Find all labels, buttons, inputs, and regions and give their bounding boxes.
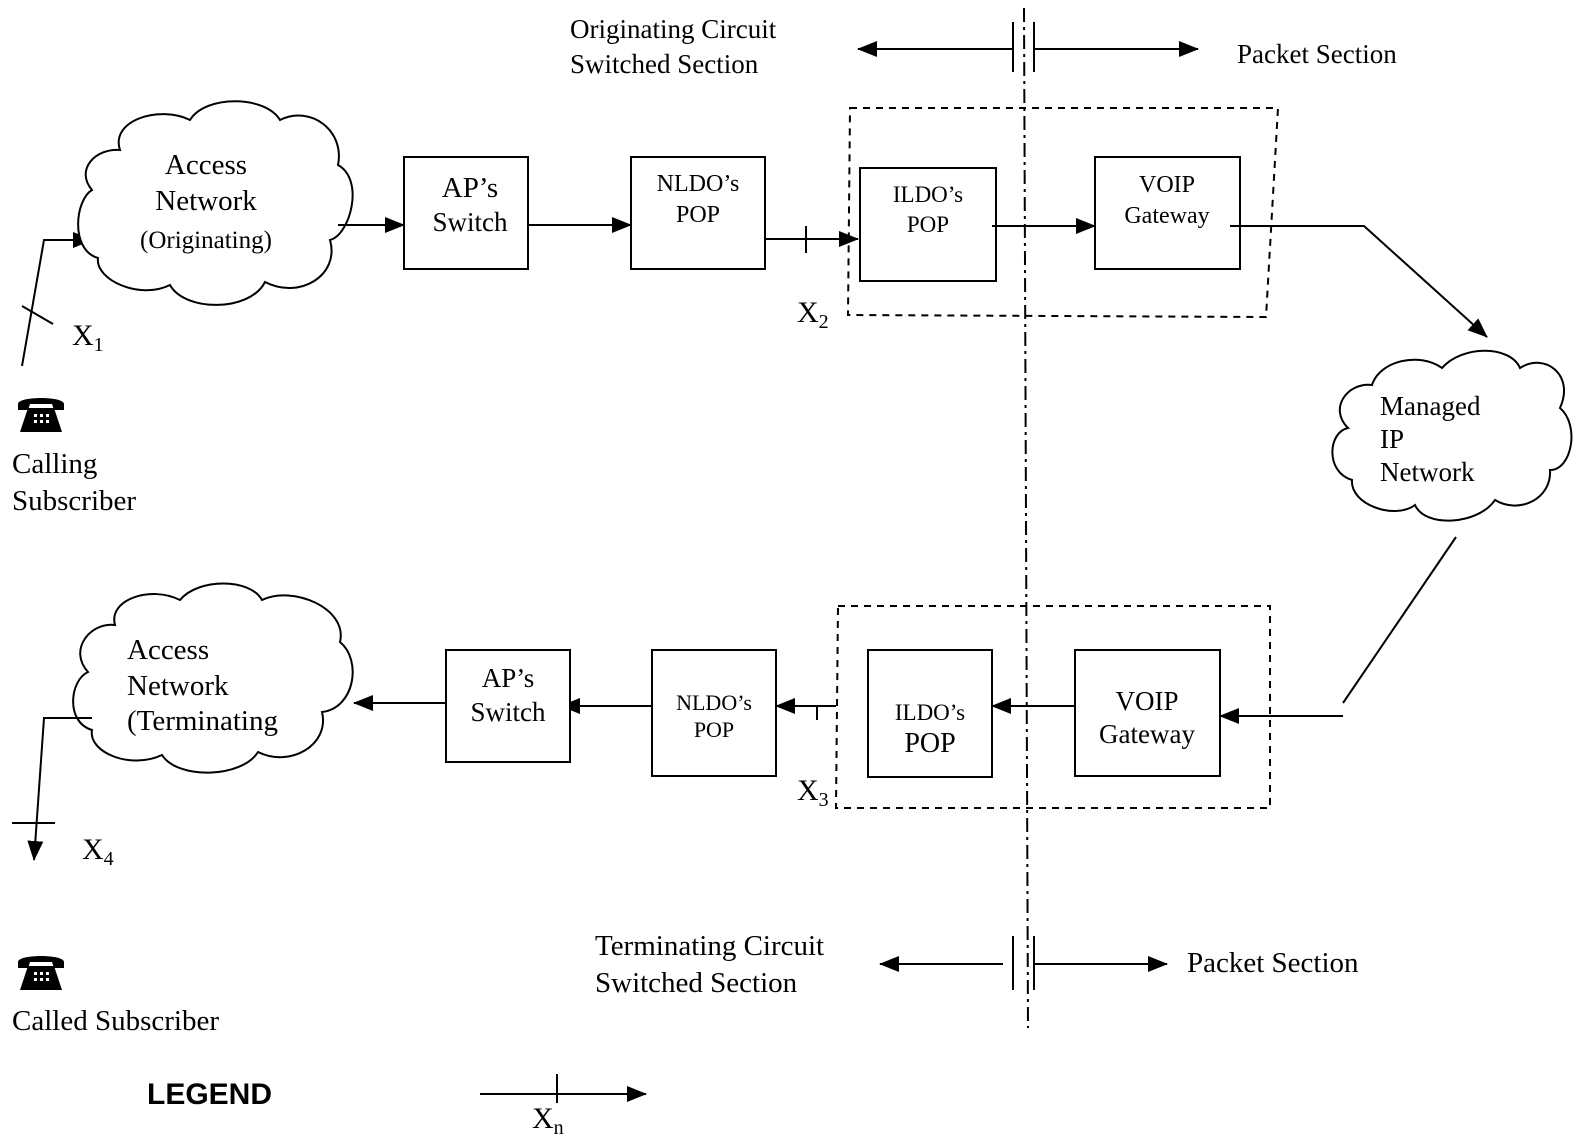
- access-network-terminating-line3: (Terminating: [127, 705, 278, 737]
- voip-gateway-top: [1094, 156, 1241, 270]
- nldo-pop-bottom-line2: POP: [694, 717, 734, 742]
- access-network-originating-line2: Network: [155, 185, 257, 217]
- managed-ip-network-cloud: [1331, 349, 1573, 522]
- x3-label: X3: [797, 774, 829, 811]
- x2-label: X2: [797, 296, 829, 333]
- bottom-gateway-dashed-boundary: [834, 605, 1271, 809]
- nldo-pop-top: [630, 156, 766, 270]
- terminating-section-label-line2: Switched Section: [595, 967, 798, 999]
- voip-gateway-top-line2: Gateway: [1124, 203, 1209, 229]
- voip-gateway-top-line1: VOIP: [1139, 172, 1195, 198]
- called-subscriber-label: Called Subscriber: [12, 1005, 219, 1037]
- x4-label: X4: [82, 833, 114, 870]
- nldo-pop-bottom-line1: NLDO’s: [676, 690, 752, 715]
- line-managed-ip-down: [1342, 536, 1457, 704]
- ap-switch-bottom-line2: Switch: [470, 697, 546, 727]
- originating-section-label-line2: Switched Section: [570, 49, 759, 79]
- section-boundary-line: [1023, 7, 1029, 1029]
- ap-switch-top-line2: Switch: [432, 207, 508, 237]
- telephone-icon: [18, 398, 64, 432]
- ap-switch-top: [403, 156, 529, 270]
- ap-switch-bottom: [445, 649, 571, 763]
- access-network-terminating-line2: Network: [127, 670, 229, 702]
- ap-switch-bottom-line1: AP’s: [482, 663, 535, 693]
- called-line: [27, 717, 92, 861]
- arrow-voip-top-to-managed-ip: [1230, 225, 1488, 338]
- telephone-icon: [18, 956, 64, 990]
- access-network-terminating-cloud: [72, 582, 354, 774]
- calling-subscriber-line2: Subscriber: [12, 485, 136, 517]
- nldo-pop-bottom: [651, 649, 777, 777]
- calling-subscriber-line1: Calling: [12, 448, 97, 480]
- ildo-pop-top: [859, 167, 997, 282]
- ildo-pop-bottom-line2: POP: [904, 728, 955, 759]
- xn-label: Xn: [532, 1102, 564, 1139]
- top-packet-section-label: Packet Section: [1237, 39, 1397, 69]
- voip-gateway-bottom: [1074, 649, 1221, 777]
- x1-label: X1: [72, 319, 104, 356]
- managed-ip-network-line1: Managed: [1380, 391, 1481, 421]
- access-network-originating-line3: (Originating): [140, 227, 272, 254]
- ildo-pop-bottom-line1: ILDO’s: [895, 700, 965, 725]
- managed-ip-network-line3: Network: [1380, 457, 1475, 487]
- nldo-pop-top-line2: POP: [676, 202, 720, 228]
- access-network-terminating-line1: Access: [127, 634, 209, 666]
- x1-tick: [21, 305, 54, 325]
- voip-gateway-bottom-line1: VOIP: [1115, 686, 1178, 716]
- ildo-pop-top-line1: ILDO’s: [893, 182, 963, 207]
- voip-gateway-bottom-line2: Gateway: [1099, 719, 1195, 749]
- ap-switch-top-line1: AP’s: [442, 172, 498, 204]
- ildo-pop-bottom: [867, 649, 993, 778]
- top-gateway-dashed-boundary: [846, 107, 1280, 319]
- originating-section-label-line1: Originating Circuit: [570, 14, 777, 44]
- nldo-pop-top-line1: NLDO’s: [657, 171, 740, 197]
- managed-ip-network-line2: IP: [1380, 424, 1404, 454]
- calling-line: [21, 232, 93, 367]
- bottom-packet-section-label: Packet Section: [1187, 947, 1359, 979]
- ildo-pop-top-line2: POP: [907, 212, 949, 237]
- access-network-originating-cloud: [77, 100, 354, 306]
- terminating-section-label-line1: Terminating Circuit: [595, 930, 824, 962]
- access-network-originating-line1: Access: [165, 149, 247, 181]
- legend-title: LEGEND: [147, 1078, 272, 1111]
